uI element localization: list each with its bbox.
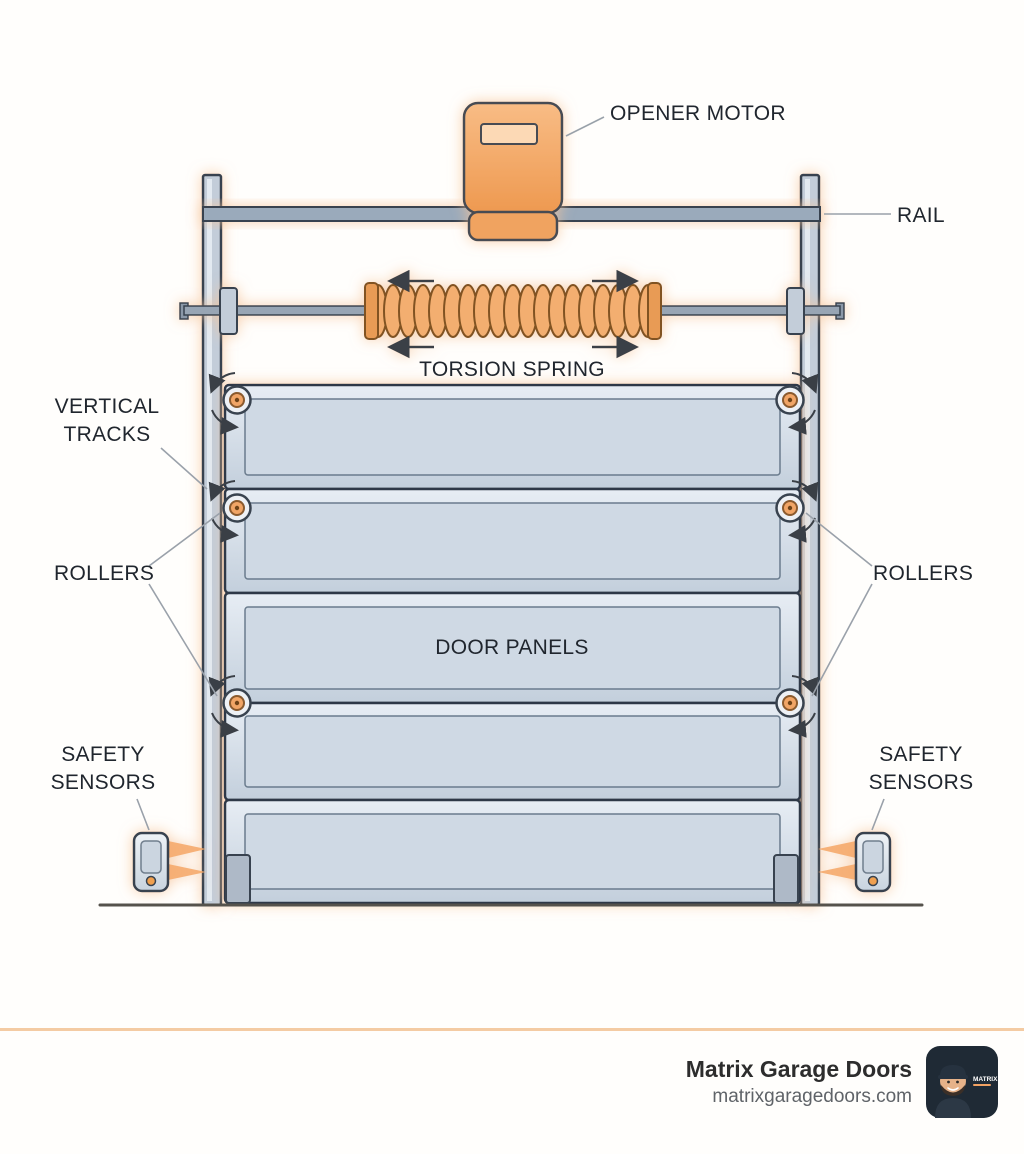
- website-url: matrixgaragedoors.com: [712, 1085, 912, 1107]
- safety-sensor-right: [818, 831, 892, 893]
- safety-sensors-left-line1: SAFETY: [61, 743, 145, 766]
- spring-direction-arrows: [387, 269, 639, 359]
- safety-sensors-label-left: SAFETY SENSORS: [44, 741, 162, 798]
- safety-sensors-right-line2: SENSORS: [868, 771, 974, 795]
- logo-wordmark: MATRIX: [973, 1076, 998, 1083]
- door-panels-label: DOOR PANELS: [435, 636, 589, 659]
- safety-sensors-right-line1: SAFETY: [879, 743, 963, 766]
- door-panels: [223, 383, 802, 905]
- safety-sensor-left: [132, 831, 206, 893]
- safety-sensors-label-right: SAFETY SENSORS: [862, 741, 980, 798]
- torsion-spring: [179, 269, 845, 359]
- vertical-tracks-label-line2: TRACKS: [63, 423, 151, 447]
- brand-logo-icon: MATRIX: [926, 1046, 998, 1118]
- vertical-tracks-label-line1: VERTICAL: [54, 395, 160, 418]
- rollers-label-right: ROLLERS: [873, 562, 974, 585]
- rollers-label-left: ROLLERS: [54, 562, 155, 585]
- garage-door-diagram: [98, 101, 924, 907]
- label-connector-lines: [136, 116, 891, 831]
- footer-divider: [0, 1028, 1024, 1031]
- brand-name: Matrix Garage Doors: [685, 1055, 912, 1082]
- torsion-spring-label: TORSION SPRING: [419, 358, 605, 381]
- safety-sensors-left-line2: SENSORS: [50, 771, 156, 795]
- footer: Matrix Garage Doors matrixgaragedoors.co…: [686, 1046, 998, 1118]
- footer-text: Matrix Garage Doors matrixgaragedoors.co…: [686, 1055, 912, 1110]
- opener-motor: [462, 101, 564, 242]
- rail-label: RAIL: [897, 204, 945, 227]
- spring-coil: [364, 282, 662, 340]
- vertical-tracks-label: VERTICAL TRACKS: [48, 393, 166, 450]
- opener-motor-label: OPENER MOTOR: [610, 102, 786, 125]
